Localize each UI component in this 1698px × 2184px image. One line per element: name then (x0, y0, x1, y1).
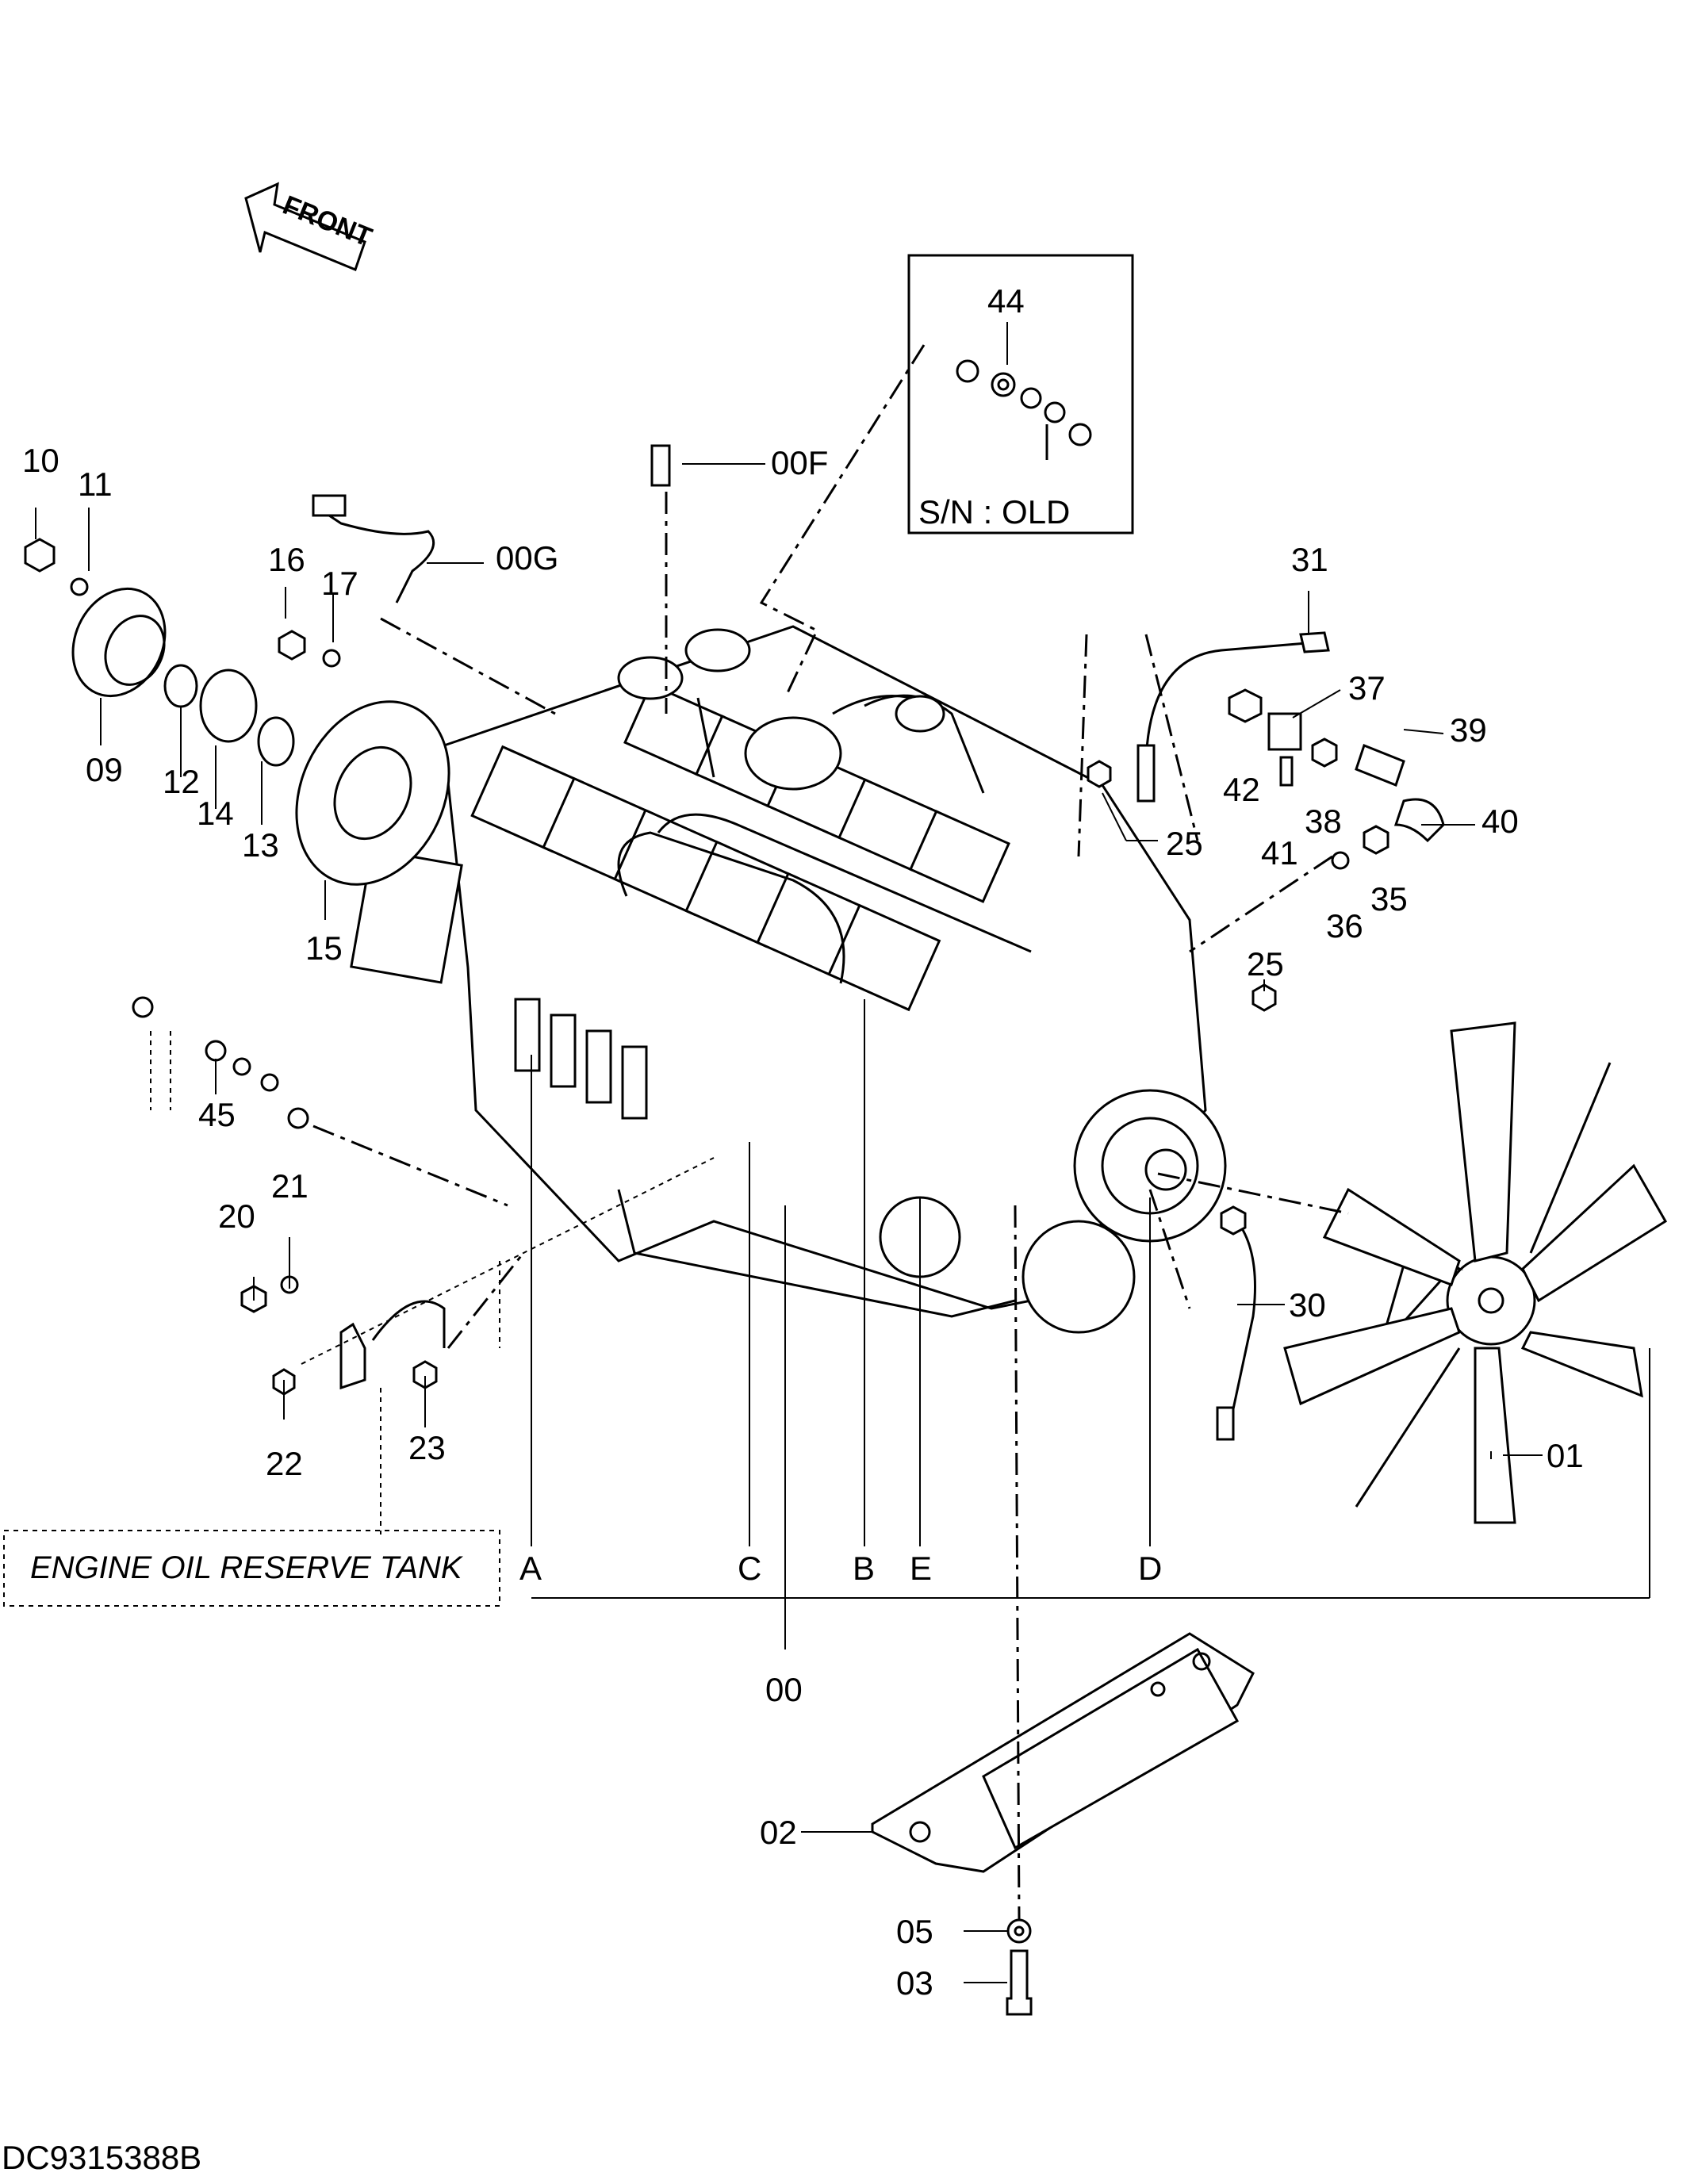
fan (1283, 1021, 1668, 1524)
flywheel-group (24, 538, 450, 886)
part-10-label: 10 (22, 442, 59, 479)
front-arrow-icon: FRONT (244, 182, 376, 271)
part-03-label: 03 (896, 1964, 933, 2002)
part-12-label: 12 (163, 763, 200, 800)
part-42-label: 42 (1223, 771, 1260, 808)
letter-b: B (853, 1550, 875, 1587)
part-02-label: 02 (760, 1814, 797, 1851)
part-15-label: 15 (305, 929, 343, 967)
part-25a-label: 25 (1166, 825, 1203, 862)
part-31-label: 31 (1291, 541, 1328, 578)
part-37-label: 37 (1348, 669, 1386, 707)
sn-old-label: S/N : OLD (918, 493, 1070, 531)
leader-lines (35, 344, 1650, 1983)
part-39-label: 39 (1450, 711, 1487, 749)
part-35-label: 35 (1370, 880, 1408, 918)
part-14-label: 14 (197, 795, 234, 832)
letter-a: A (519, 1550, 542, 1587)
part-41-label: 41 (1261, 834, 1298, 872)
letter-d: D (1138, 1550, 1162, 1587)
part-23-label: 23 (408, 1429, 446, 1466)
part-21-label: 21 (271, 1167, 309, 1205)
part-22-label: 22 (266, 1445, 303, 1482)
letter-c: C (738, 1550, 761, 1587)
reference-letters: A C B E D (519, 1550, 1162, 1587)
part-09-label: 09 (86, 751, 123, 788)
oil-tank-label: ENGINE OIL RESERVE TANK (30, 1550, 464, 1585)
letter-e: E (910, 1550, 932, 1587)
part-45-label: 45 (198, 1096, 236, 1133)
part-30-label: 30 (1289, 1286, 1326, 1324)
sn-old-inset: S/N : OLD 44 (907, 254, 1134, 535)
part-05-label: 05 (896, 1913, 933, 1950)
part-13-label: 13 (242, 826, 279, 864)
part-44-label: 44 (987, 282, 1025, 320)
part-25b-label: 25 (1247, 945, 1284, 983)
part-40-label: 40 (1481, 803, 1519, 840)
drawing-code: DC9315388B (2, 2139, 201, 2176)
part-01-label: 01 (1547, 1437, 1584, 1474)
mount-bracket (871, 1632, 1255, 1873)
part-16-label: 16 (268, 541, 305, 578)
engine-assembly (350, 625, 1227, 1334)
part-labels: 10 11 09 12 14 13 15 16 17 00G 00F 31 37… (22, 442, 1584, 2002)
part-11-label: 11 (78, 466, 113, 503)
part-00G-label: 00G (496, 539, 558, 577)
part-17-label: 17 (321, 565, 358, 602)
part-36-label: 36 (1326, 907, 1363, 944)
oil-tank-callout: ENGINE OIL RESERVE TANK (3, 1530, 500, 1607)
part-00-label: 00 (765, 1671, 803, 1708)
part-38-label: 38 (1305, 803, 1342, 840)
part-20-label: 20 (218, 1197, 255, 1235)
part-00F-label: 00F (771, 444, 828, 481)
